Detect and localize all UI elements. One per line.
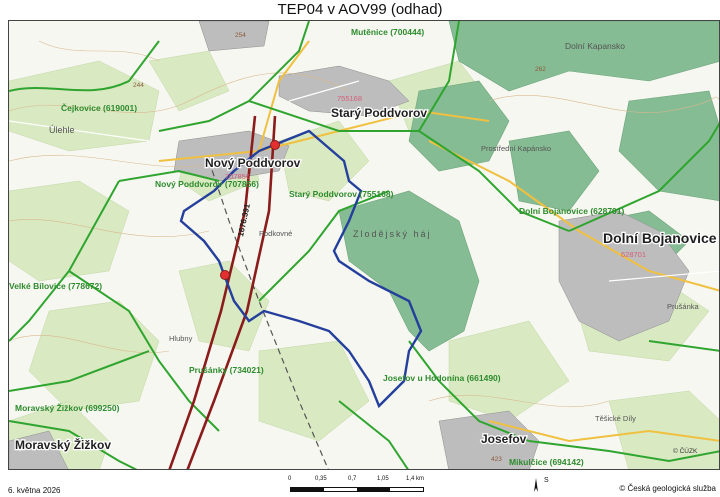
muni-label-mikulcice: Mikulčice (694142) xyxy=(509,457,584,467)
code-label-755168: 755168 xyxy=(337,94,362,103)
scale-bar-graphic xyxy=(290,487,424,492)
elevation-label-262: 262 xyxy=(535,66,546,73)
muni-label-cejkovice: Čejkovice (619001) xyxy=(61,102,137,113)
north-arrow: S xyxy=(526,474,566,494)
settlement-areas xyxy=(9,21,690,469)
place-label-podkovne: Podkovné xyxy=(259,229,292,238)
town-label-novy-poddvorov: Nový Poddvorov xyxy=(205,156,301,170)
code-label-707856: 707856 xyxy=(225,172,250,181)
contour-lines xyxy=(9,40,719,408)
muni-label-velke-bilovice: Velké Bílovice (778672) xyxy=(9,281,102,291)
north-label: S xyxy=(544,477,549,484)
place-label-dolni-kapansko: Dolní Kapansko xyxy=(565,41,625,51)
town-label-stary-poddvorov-1: Starý Poddvorov xyxy=(331,106,427,120)
muni-label-dolni-bojanovice: Dolní Bojanovice (628701) xyxy=(519,206,625,216)
railway-line xyxy=(208,160,329,469)
pipeline-lines xyxy=(168,115,277,469)
scale-tick-1: 0,35 xyxy=(315,476,327,482)
cuzk-copyright: © ČÚZK xyxy=(673,446,698,455)
elevation-label-423: 423 xyxy=(491,456,502,463)
place-label-prostredni-kapansko: Prostřední Kapánsko xyxy=(481,144,551,153)
muni-label-prusanky: Prušánky (734021) xyxy=(189,365,264,375)
north-arrow-icon xyxy=(534,478,538,492)
scale-tick-2: 0,7 xyxy=(348,476,357,482)
town-label-stary-poddvorov: Starý Poddvorov xyxy=(331,106,427,120)
red-marker-south[interactable] xyxy=(220,270,230,280)
scale-tick-0: 0 xyxy=(288,476,292,482)
muni-label-novy-poddvorov: Nový Poddvorov (707856) xyxy=(155,179,259,189)
scale-bar: 0 0,35 0,7 1,05 1,4 km xyxy=(284,476,434,496)
town-label-josefov: Josefov xyxy=(481,432,527,446)
forest-areas xyxy=(338,21,719,352)
map-canvas[interactable]: Mutěnice (700444) Čejkovice (619001) Nov… xyxy=(9,21,720,470)
place-label-zlodejsky-haj: Zlodějský háj xyxy=(353,229,432,239)
red-marker-north[interactable] xyxy=(270,140,280,150)
muni-label-josefov: Josefov u Hodonína (661490) xyxy=(383,373,501,383)
place-label-hlubny: Hlubny xyxy=(169,334,193,343)
place-label-ulehle: Úlehle xyxy=(49,125,75,135)
scale-tick-4: 1,4 km xyxy=(406,476,425,482)
town-label-moravsky-zizkov: Moravský Žižkov xyxy=(15,437,111,452)
muni-label-stary-poddvorov: Starý Poddvorov (755168) xyxy=(289,189,394,199)
assessed-area-outline[interactable] xyxy=(179,129,423,409)
place-label-tesicke-dily: Těšické Díly xyxy=(595,414,636,423)
place-label-prusanka: Prušánka xyxy=(667,302,700,311)
scale-tick-3: 1,05 xyxy=(377,476,389,482)
elevation-label-244: 244 xyxy=(133,82,144,89)
credit-text: © Česká geologická služba xyxy=(619,484,716,493)
town-label-dolni-bojanovice: Dolní Bojanovice xyxy=(603,230,717,246)
elevation-label-254: 254 xyxy=(235,32,246,39)
map-frame[interactable]: Mutěnice (700444) Čejkovice (619001) Nov… xyxy=(8,20,720,470)
muni-label-mutenice: Mutěnice (700444) xyxy=(351,27,424,37)
code-label-628701: 628701 xyxy=(621,250,646,259)
map-date: 6. května 2026 xyxy=(8,486,61,495)
map-title: TEP04 v AOV99 (odhad) xyxy=(277,1,443,18)
municipal-boundaries xyxy=(9,21,719,469)
muni-label-moravsky-zizkov: Moravský Žižkov (699250) xyxy=(15,402,120,413)
minor-roads xyxy=(9,80,719,282)
